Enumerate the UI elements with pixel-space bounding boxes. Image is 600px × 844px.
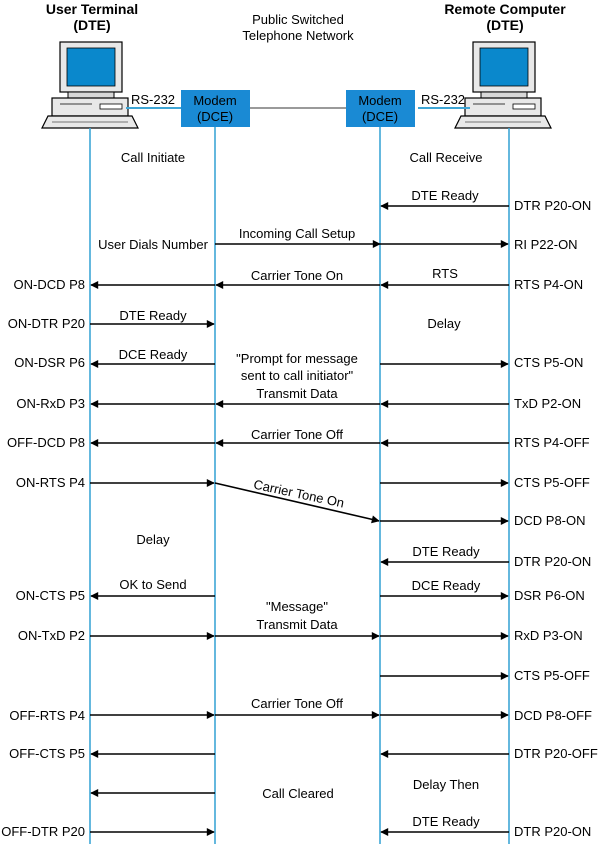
message-label: DCE Ready [412,578,481,593]
network-label-line2: Telephone Network [242,28,354,43]
message-label: OK to Send [119,577,186,592]
message-label: DTE Ready [411,188,479,203]
left-rs232-label: RS-232 [131,92,175,107]
left-modem-box: Modem (DCE) [181,90,250,127]
left-terminal-title: User Terminal [46,1,138,17]
right-rs232-label: RS-232 [421,92,465,107]
message-label: RTS [432,266,458,281]
left-signal-label: ON-RTS P4 [16,475,85,490]
svg-text:Modem: Modem [358,93,401,108]
call-cleared-label: Call Cleared [262,786,334,801]
left-signal-label: OFF-DCD P8 [7,435,85,450]
right-modem-box: Modem (DCE) [346,90,415,127]
right-signal-label: CTS P5-OFF [514,475,590,490]
message-label: Transmit Data [256,617,338,632]
left-signal-label: ON-DTR P20 [8,316,85,331]
message-label: Carrier Tone On [251,268,343,283]
right-signal-label: DTR P20-OFF [514,746,598,761]
right-signal-label: DTR P20-ON [514,554,591,569]
message-label: DTE Ready [412,544,480,559]
right-computer-title: Remote Computer [444,1,566,17]
right-signal-label: DCD P8-ON [514,513,586,528]
svg-text:(DCE): (DCE) [362,109,398,124]
left-signal-label: ON-DCD P8 [13,277,85,292]
delay-then-label: Delay Then [413,777,479,792]
network-label-line1: Public Switched [252,12,344,27]
right-signal-label: CTS P5-ON [514,355,583,370]
call-initiate-label: Call Initiate [121,150,185,165]
right-signal-label: DSR P6-ON [514,588,585,603]
right-signal-label: DCD P8-OFF [514,708,592,723]
message-label: User Dials Number [98,237,208,252]
arrow-carrier-on-2 [214,482,380,524]
right-signal-label: TxD P2-ON [514,396,581,411]
left-signal-label: ON-DSR P6 [14,355,85,370]
right-signal-label: DTR P20-ON [514,824,591,839]
delay-left-label: Delay [136,532,170,547]
right-signal-label: RI P22-ON [514,237,578,252]
left-signal-label: OFF-DTR P20 [1,824,85,839]
left-signal-label: OFF-CTS P5 [9,746,85,761]
message-label: "Prompt for message [236,351,358,366]
right-signal-label: DTR P20-ON [514,198,591,213]
right-computer-subtitle: (DTE) [486,17,523,33]
right-signal-label: RTS P4-OFF [514,435,590,450]
left-signal-label: ON-TxD P2 [18,628,85,643]
message-label: Carrier Tone Off [251,696,343,711]
left-signal-label: ON-CTS P5 [16,588,85,603]
message-label: DCE Ready [119,347,188,362]
call-receive-label: Call Receive [410,150,483,165]
message-label: DTE Ready [119,308,187,323]
message-label: Transmit Data [256,386,338,401]
right-signal-label: CTS P5-OFF [514,668,590,683]
message-label: Incoming Call Setup [239,226,355,241]
right-signal-label: RxD P3-ON [514,628,583,643]
svg-text:Modem: Modem [193,93,236,108]
right-computer-icon [454,41,552,129]
delay-right-label: Delay [427,316,461,331]
message-label: DTE Ready [412,814,480,829]
message-label: "Message" [266,599,328,614]
left-signal-label: OFF-RTS P4 [9,708,85,723]
right-signal-label: RTS P4-ON [514,277,583,292]
left-computer-icon [41,41,139,129]
message-label: sent to call initiator" [241,368,354,383]
left-signal-label: ON-RxD P3 [16,396,85,411]
left-terminal-subtitle: (DTE) [73,17,110,33]
message-label: Carrier Tone On [252,477,345,511]
svg-text:(DCE): (DCE) [197,109,233,124]
message-label: Carrier Tone Off [251,427,343,442]
